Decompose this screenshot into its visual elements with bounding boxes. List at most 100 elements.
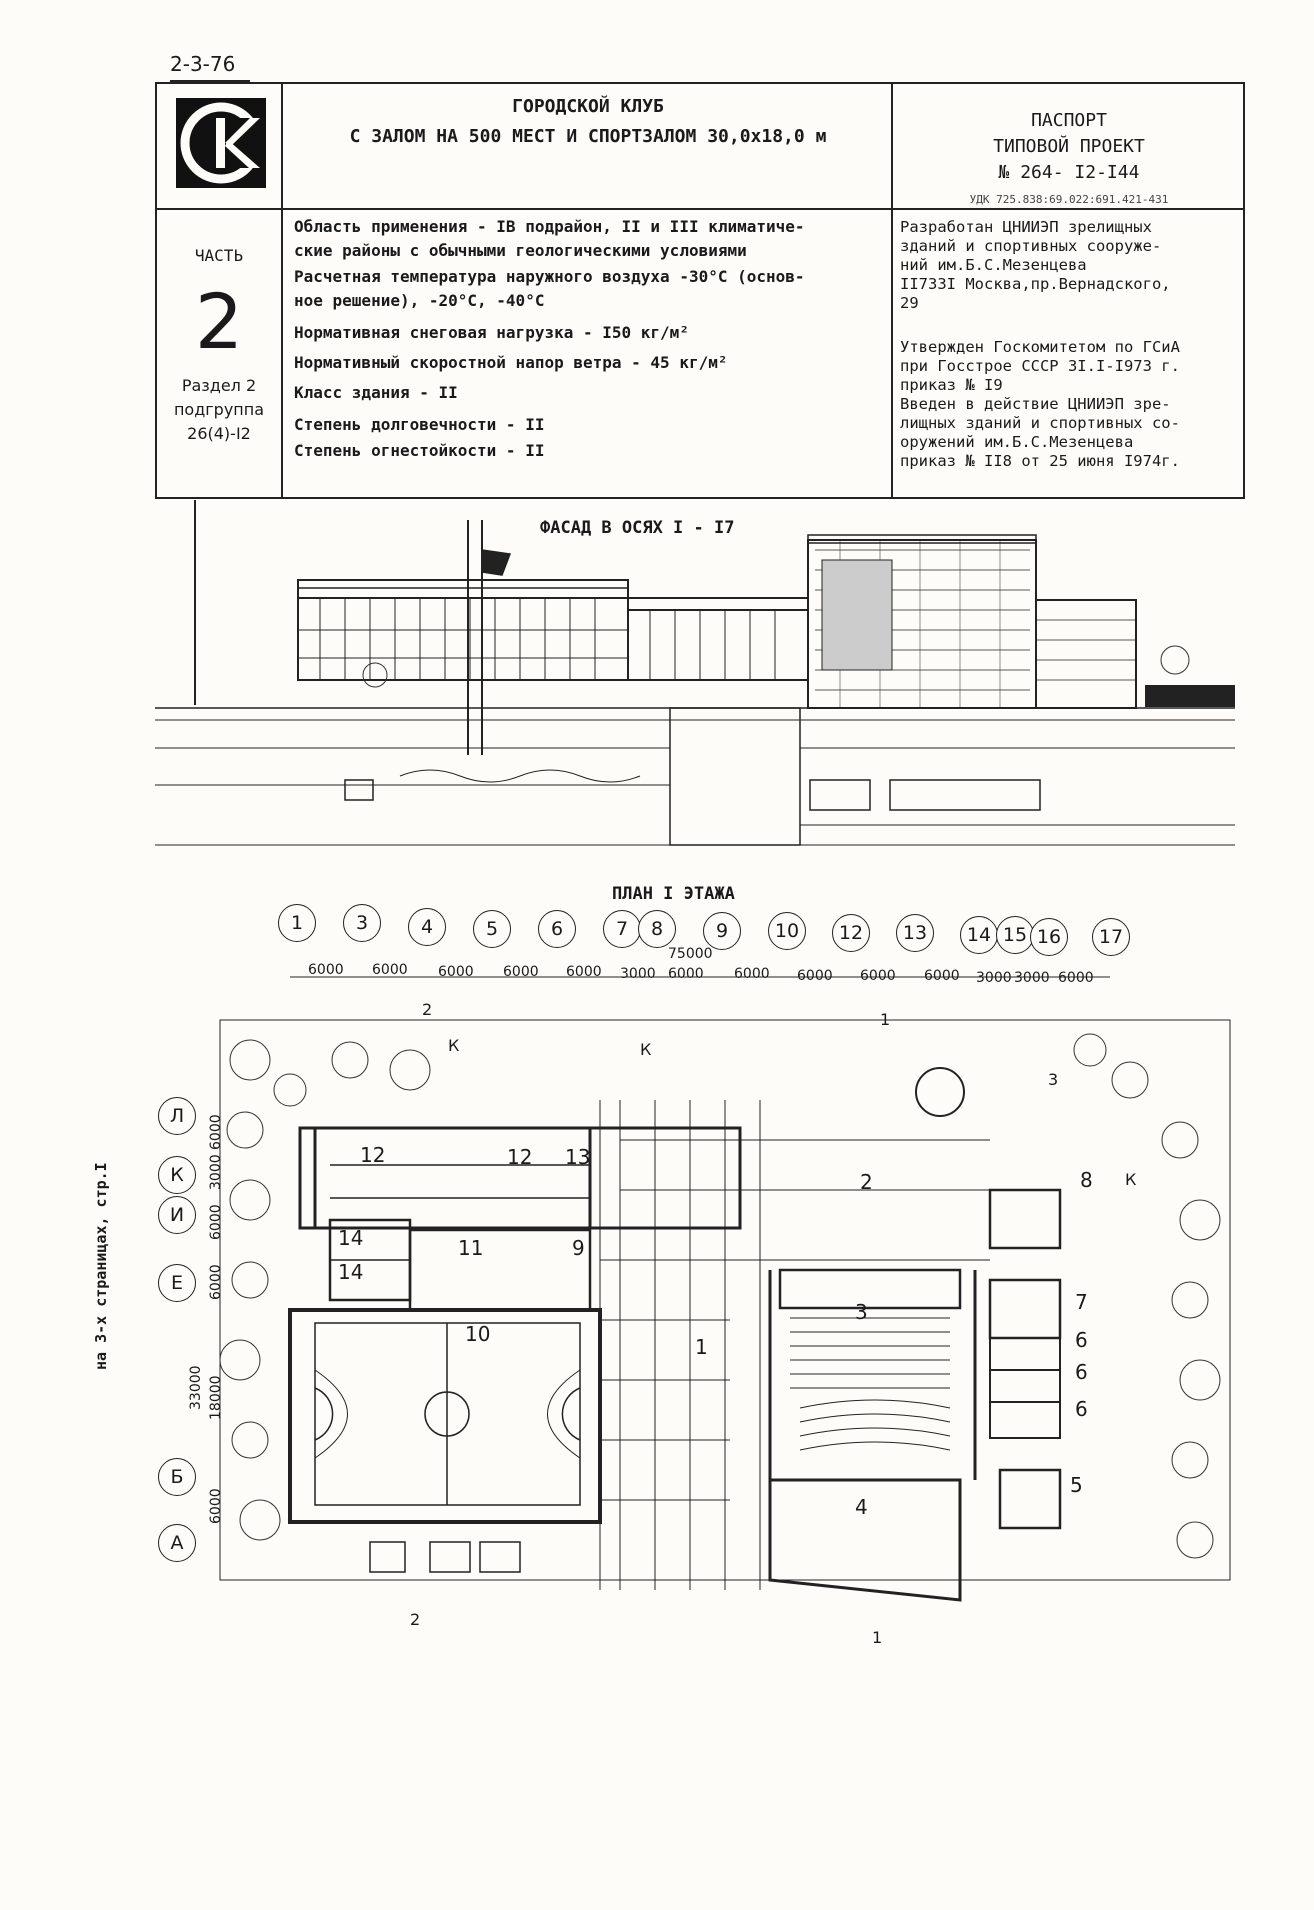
spec-line: Нормативная снеговая нагрузка - I50 кг/м… (294, 323, 689, 342)
facade-drawing (155, 500, 1235, 846)
axis-marker: Л (158, 1097, 196, 1135)
section-mark: 2 (422, 1000, 433, 1019)
axis-marker: 17 (1092, 918, 1130, 956)
dimension: 3000 (620, 966, 656, 982)
axis-marker: 1 (278, 904, 316, 942)
project-title-line1: ГОРОДСКОЙ КЛУБ (512, 96, 664, 117)
approval-line: Утвержден Госкомитетом по ГСиА (900, 338, 1180, 356)
dimension: 3000 (1014, 970, 1050, 986)
spec-line: Нормативный скоростной напор ветра - 45 … (294, 353, 728, 372)
floor-plan-drawing (219, 976, 1231, 1602)
spec-line: ное решение), -20°С, -40°С (294, 291, 545, 310)
document-code: 2-3-76 (170, 52, 236, 76)
room-number: 6 (1075, 1397, 1088, 1421)
project-number: № 264- I2-I44 (998, 162, 1140, 183)
facade-title: ФАСАД В ОСЯХ I - I7 (540, 518, 735, 538)
approval-line: приказ № I9 (900, 376, 1003, 394)
section-mark: 3 (1048, 1070, 1059, 1089)
approval-line: приказ № II8 от 25 июня I974г. (900, 452, 1180, 470)
dimension: 6000 (924, 968, 960, 984)
dimension: 6000 (734, 966, 770, 982)
section-mark: 2 (410, 1610, 421, 1629)
room-number: 5 (1070, 1473, 1083, 1497)
axis-marker: 14 (960, 916, 998, 954)
room-number: 10 (465, 1322, 491, 1346)
spec-line: Расчетная температура наружного воздуха … (294, 267, 805, 286)
spec-line: Степень огнестойкости - II (294, 441, 545, 460)
room-number: 12 (360, 1143, 386, 1167)
part-number: 2 (194, 277, 244, 366)
room-number: 13 (565, 1145, 591, 1169)
axis-marker: 8 (638, 910, 676, 948)
developer-line: II733I Москва,пр.Вернадского, (900, 275, 1171, 293)
approval-line: оружений им.Б.С.Мезенцева (900, 433, 1134, 451)
axis-marker: Б (158, 1458, 196, 1496)
room-number: 7 (1075, 1290, 1088, 1314)
document-code-underline (170, 80, 250, 82)
dimension: 6000 (1058, 970, 1094, 986)
subgroup-label: подгруппа (173, 400, 265, 419)
axis-marker: 13 (896, 914, 934, 952)
dimension: 6000 (860, 968, 896, 984)
developer-line: зданий и спортивных сооруже- (900, 237, 1162, 255)
axis-marker: И (158, 1196, 196, 1234)
plan-title: ПЛАН I ЭТАЖА (612, 884, 735, 904)
axis-marker: К (158, 1156, 196, 1194)
room-number: 6 (1075, 1360, 1088, 1384)
room-number: 6 (1075, 1328, 1088, 1352)
entrance-mark: К (448, 1036, 460, 1055)
spec-line: Степень долговечности - II (294, 415, 545, 434)
axis-marker: 3 (343, 904, 381, 942)
sk-logo-icon (176, 98, 266, 188)
developer-line: Разработан ЦНИИЭП зрелищных (900, 218, 1152, 236)
passport-label: ПАСПОРТ (1031, 110, 1107, 131)
approval-line: Введен в действие ЦНИИЭП зре- (900, 395, 1171, 413)
room-number: 11 (458, 1236, 484, 1260)
axis-marker: 5 (473, 910, 511, 948)
section-mark: 1 (872, 1628, 883, 1647)
passport-cell (893, 82, 1245, 210)
dimension: 6000 (566, 964, 602, 980)
udk-code: УДК 725.838:69.022:691.421-431 (969, 193, 1169, 206)
axis-marker: Е (158, 1264, 196, 1302)
part-label: ЧАСТЬ (194, 246, 244, 265)
spec-line: Область применения - IВ подрайон, II и I… (294, 217, 805, 236)
room-number: 9 (572, 1236, 585, 1260)
section-mark: 1 (880, 1010, 891, 1029)
section-label: Раздел 2 (181, 376, 257, 395)
axis-marker: 6 (538, 910, 576, 948)
axis-marker: А (158, 1524, 196, 1562)
subgroup-code: 26(4)-I2 (187, 424, 251, 443)
room-number: 4 (855, 1495, 868, 1519)
room-number: 12 (507, 1145, 533, 1169)
axis-marker: 9 (703, 912, 741, 950)
logo-cell (155, 82, 283, 210)
part-cell (155, 210, 283, 499)
entrance-mark: К (640, 1040, 652, 1059)
developer-line: ний им.Б.С.Мезенцева (900, 256, 1087, 274)
developer-line: 29 (900, 294, 919, 312)
entrance-mark: К (1125, 1170, 1137, 1189)
spec-line: Класс здания - II (294, 383, 458, 402)
dimension: 6000 (308, 962, 344, 978)
room-number: 14 (338, 1260, 364, 1284)
room-number: 8 (1080, 1168, 1093, 1192)
axis-marker: 12 (832, 914, 870, 952)
specs-cell (283, 210, 893, 499)
axis-marker: 10 (768, 912, 806, 950)
room-number: 1 (695, 1335, 708, 1359)
dimension: 6000 (372, 962, 408, 978)
approval-line: при Госстрое СССР 3I.I-I973 г. (900, 357, 1180, 375)
approval-line: лищных зданий и спортивных со- (900, 414, 1180, 432)
axis-marker: 15 (996, 916, 1034, 954)
project-type-label: ТИПОВОЙ ПРОЕКТ (993, 136, 1145, 157)
axis-marker: 16 (1030, 918, 1068, 956)
dimension: 6000 (797, 968, 833, 984)
dimension-total: 75000 (668, 946, 713, 962)
room-number: 2 (860, 1170, 873, 1194)
dimension: 6000 (503, 964, 539, 980)
title-cell (283, 82, 893, 210)
dimension: 6000 (668, 966, 704, 982)
dimension: 6000 (438, 964, 474, 980)
project-title-line2: С ЗАЛОМ НА 500 МЕСТ И СПОРТЗАЛОМ 30,0x18… (349, 126, 827, 147)
